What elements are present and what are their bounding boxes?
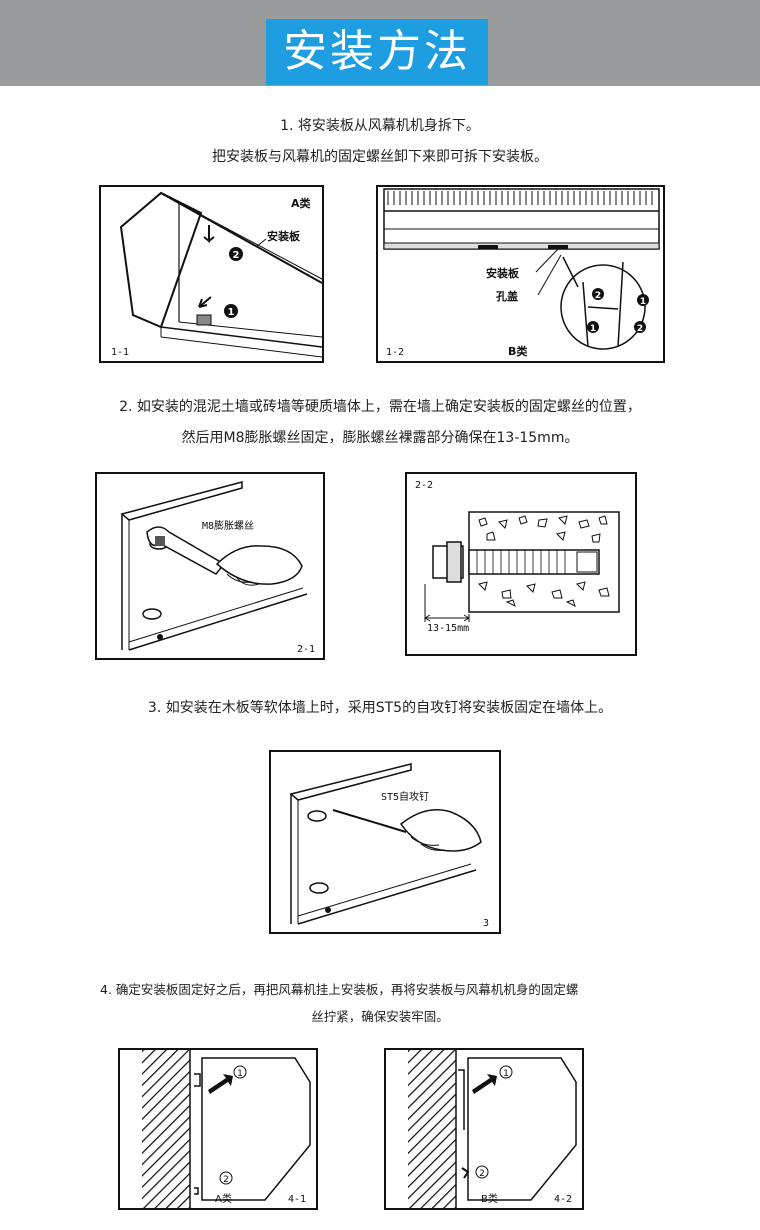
fig3-screw-label: ST5自攻钉 [381, 790, 429, 803]
fig22-dim-label: 13-15mm [427, 623, 469, 634]
fig42-num1: 1 [503, 1069, 509, 1079]
fig42-id: 4-2 [554, 1194, 572, 1205]
figure-4-1: 1 2 A类 4-1 [118, 1048, 318, 1210]
page-title: 安装方法 [266, 19, 488, 85]
fig42-num2: 2 [479, 1169, 485, 1179]
step4-line2: 丝拧紧，确保安装牢固。 [311, 1009, 449, 1024]
fig11-num1: 1 [228, 307, 235, 318]
fig12-num1a: 1 [640, 297, 646, 307]
fig12-type-label: B类 [508, 344, 528, 358]
figure-2-2: 13-15mm 2-2 [405, 472, 637, 656]
fig11-type-label: A类 [291, 196, 312, 210]
fig21-bolt-label: M8膨胀螺丝 [202, 519, 254, 532]
fig12-num1b: 1 [590, 324, 596, 334]
fig12-num2b: 2 [637, 324, 643, 334]
fig22-id: 2-2 [415, 480, 433, 491]
fig41-id: 4-1 [288, 1194, 306, 1205]
fig41-num2: 2 [223, 1175, 229, 1185]
fig12-num2a: 2 [595, 291, 601, 301]
fig42-type-label: B类 [481, 1192, 498, 1205]
fig11-num2: 2 [233, 250, 240, 261]
step1-line1: 1. 将安装板从风幕机机身拆下。 [280, 118, 480, 134]
fig12-id: 1-2 [386, 347, 404, 358]
figure-1-1: 2 1 安装板 A类 1-1 [99, 185, 324, 363]
fig11-plate-label: 安装板 [267, 229, 301, 243]
figure-3: ST5自攻钉 3 [269, 750, 501, 934]
fig41-num1: 1 [237, 1069, 243, 1079]
step3-line1: 3. 如安装在木板等软体墙上时，采用ST5的自攻钉将安装板固定在墙体上。 [147, 700, 613, 716]
fig21-id: 2-1 [297, 644, 315, 655]
fig12-cap-label: 孔盖 [496, 289, 518, 303]
step1-line2: 把安装板与风幕机的固定螺丝卸下来即可拆下安装板。 [212, 149, 548, 165]
fig12-plate-label: 安装板 [486, 266, 520, 280]
step2-line2: 然后用M8膨胀螺丝固定，膨胀螺丝裸露部分确保在13-15mm。 [181, 430, 579, 446]
fig3-id: 3 [483, 918, 489, 929]
figure-4-2: 1 2 B类 4-2 [384, 1048, 584, 1210]
figure-2-1: M8膨胀螺丝 2-1 [95, 472, 325, 660]
step4-line1: 4. 确定安装板固定好之后，再把风幕机挂上安装板，再将安装板与风幕机机身的固定螺 [100, 982, 579, 997]
step2-line1: 2. 如安装的混泥土墙或砖墙等硬质墙体上，需在墙上确定安装板的固定螺丝的位置， [119, 399, 641, 415]
fig41-type-label: A类 [215, 1192, 232, 1205]
fig11-id: 1-1 [111, 347, 129, 358]
figure-1-2: 2 1 1 2 安装板 孔盖 B类 1-2 [376, 185, 665, 363]
